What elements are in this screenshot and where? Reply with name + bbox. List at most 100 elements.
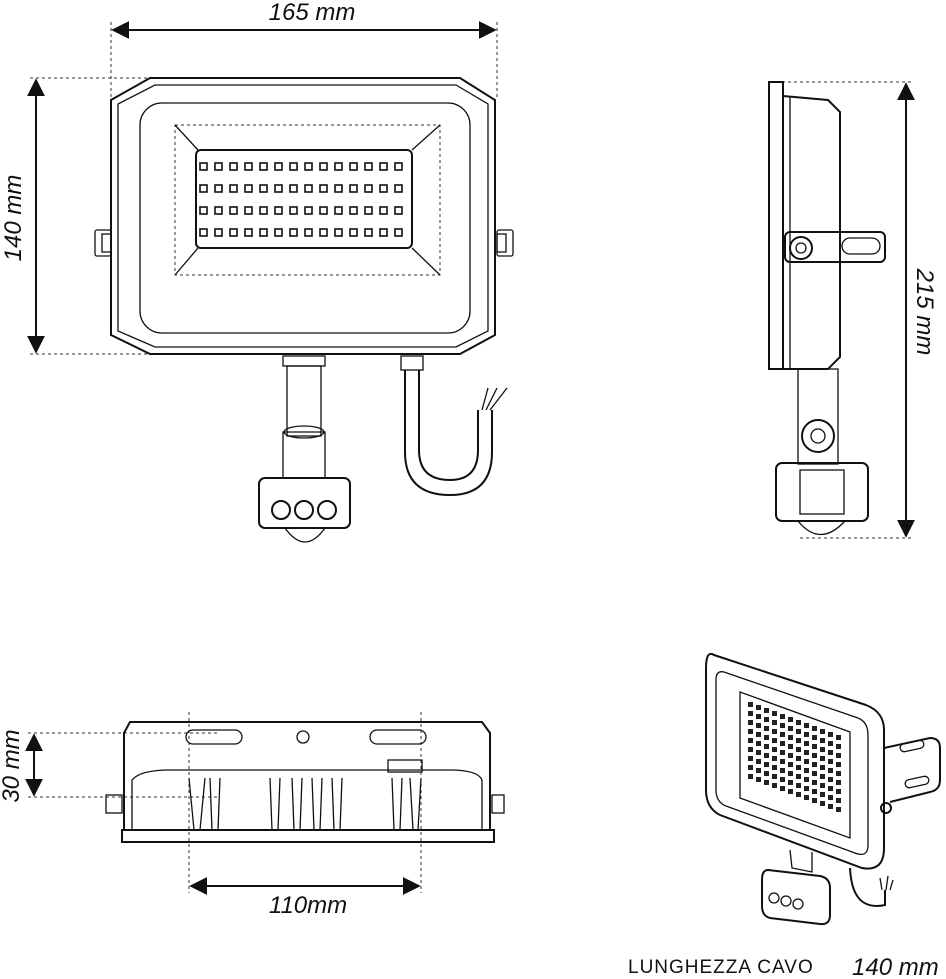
- led-chip: [772, 738, 777, 743]
- led-grid: [199, 162, 403, 237]
- led-chip: [229, 162, 238, 171]
- led-chip: [828, 786, 833, 791]
- cable-length-caption: LUNGHEZZA CAVO 140 mm: [628, 954, 939, 979]
- led-chip: [756, 777, 761, 782]
- led-chip: [764, 735, 769, 740]
- led-chip: [820, 783, 825, 788]
- led-chip: [748, 756, 753, 761]
- led-chip: [304, 206, 313, 215]
- led-chip: [394, 162, 403, 171]
- perspective-housing: [705, 652, 885, 870]
- led-chip: [334, 162, 343, 171]
- led-chip: [748, 747, 753, 752]
- led-chip: [820, 738, 825, 743]
- led-chip: [289, 184, 298, 193]
- led-chip: [788, 744, 793, 749]
- led-chip: [229, 228, 238, 237]
- bottom-view: 30 mm 110mm: [0, 712, 505, 919]
- led-chip: [244, 206, 253, 215]
- led-chip: [780, 732, 785, 737]
- led-chip: [199, 184, 208, 193]
- led-chip: [349, 162, 358, 171]
- led-chip: [820, 774, 825, 779]
- led-chip: [748, 774, 753, 779]
- led-chip: [394, 206, 403, 215]
- led-chip: [764, 780, 769, 785]
- led-chip: [820, 792, 825, 797]
- led-chip: [289, 206, 298, 215]
- led-chip: [364, 206, 373, 215]
- motion-sensor: [258, 477, 351, 529]
- led-chip: [379, 228, 388, 237]
- led-chip: [812, 726, 817, 731]
- led-chip: [788, 789, 793, 794]
- led-chip: [836, 762, 841, 767]
- led-chip: [304, 228, 313, 237]
- led-chip: [772, 720, 777, 725]
- led-chip: [812, 798, 817, 803]
- cable-length-value: 140 mm: [852, 954, 939, 979]
- led-chip: [199, 162, 208, 171]
- led-chip: [748, 738, 753, 743]
- power-cable: [404, 370, 493, 497]
- led-chip: [748, 702, 753, 707]
- led-chip: [804, 741, 809, 746]
- led-chip: [812, 735, 817, 740]
- led-chip: [289, 162, 298, 171]
- led-chip: [772, 711, 777, 716]
- led-chip: [820, 765, 825, 770]
- led-chip: [364, 228, 373, 237]
- led-chip: [828, 732, 833, 737]
- front-view: 165 mm 140 mm: [0, 0, 514, 543]
- led-chip: [836, 753, 841, 758]
- led-chip: [812, 744, 817, 749]
- led-chip: [379, 162, 388, 171]
- led-chip: [764, 762, 769, 767]
- led-chip: [780, 750, 785, 755]
- led-chip: [334, 228, 343, 237]
- led-chip: [772, 765, 777, 770]
- led-chip: [780, 741, 785, 746]
- led-chip: [804, 759, 809, 764]
- led-chip: [274, 228, 283, 237]
- led-chip: [828, 795, 833, 800]
- led-chip: [796, 747, 801, 752]
- led-chip: [349, 184, 358, 193]
- led-chip: [788, 717, 793, 722]
- led-chip: [828, 741, 833, 746]
- led-chip: [796, 765, 801, 770]
- led-chip: [334, 206, 343, 215]
- led-chip: [748, 720, 753, 725]
- led-chip: [756, 723, 761, 728]
- led-chip: [756, 750, 761, 755]
- led-chip: [349, 206, 358, 215]
- side-view: 215 mm: [768, 81, 938, 539]
- led-chip: [214, 228, 223, 237]
- led-panel: [195, 149, 413, 249]
- led-chip: [820, 756, 825, 761]
- led-chip: [828, 768, 833, 773]
- led-chip: [764, 744, 769, 749]
- led-chip: [780, 723, 785, 728]
- led-chip: [804, 786, 809, 791]
- led-chip: [259, 184, 268, 193]
- led-chip: [796, 756, 801, 761]
- led-chip: [319, 184, 328, 193]
- led-chip: [828, 759, 833, 764]
- led-chip: [796, 783, 801, 788]
- led-chip: [796, 774, 801, 779]
- led-chip: [748, 729, 753, 734]
- led-chip: [756, 759, 761, 764]
- led-chip: [812, 762, 817, 767]
- led-chip: [804, 777, 809, 782]
- led-chip: [804, 768, 809, 773]
- led-chip: [756, 732, 761, 737]
- led-chip: [319, 206, 328, 215]
- led-chip: [756, 705, 761, 710]
- led-chip: [812, 780, 817, 785]
- led-chip: [772, 774, 777, 779]
- led-chip: [244, 162, 253, 171]
- bracket-spacing-dimension-label: 110mm: [269, 892, 347, 919]
- led-chip: [772, 729, 777, 734]
